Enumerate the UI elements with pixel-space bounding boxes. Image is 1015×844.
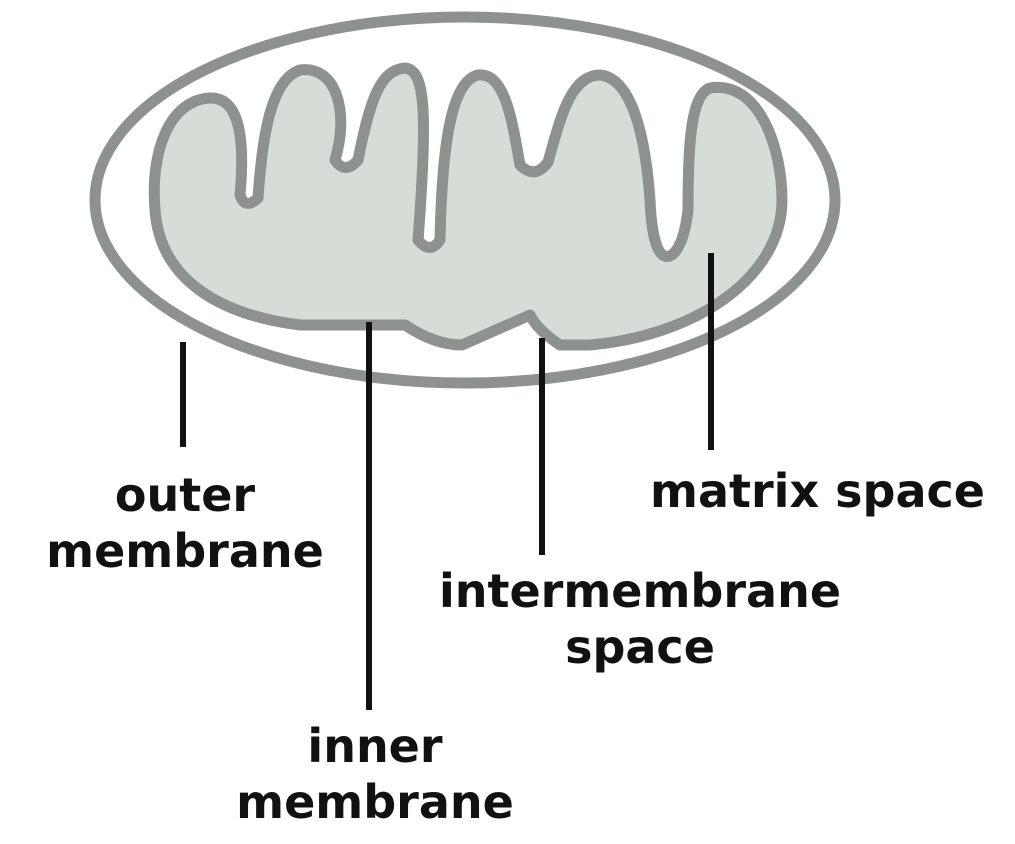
intermembrane-space-label-line2: space <box>405 619 875 675</box>
matrix-space-label-line1: matrix space <box>625 463 1010 519</box>
outer-membrane-label: outer membrane <box>20 467 350 579</box>
intermembrane-space-label-line1: intermembrane <box>405 563 875 619</box>
outer-membrane-label-line1: outer <box>20 467 350 523</box>
inner-membrane-label: inner membrane <box>210 718 540 830</box>
inner-membrane-label-line1: inner <box>210 718 540 774</box>
inner-membrane-label-line2: membrane <box>210 774 540 830</box>
intermembrane-space-label: intermembrane space <box>405 563 875 675</box>
matrix-space-label: matrix space <box>625 463 1010 519</box>
outer-membrane-label-line2: membrane <box>20 523 350 579</box>
